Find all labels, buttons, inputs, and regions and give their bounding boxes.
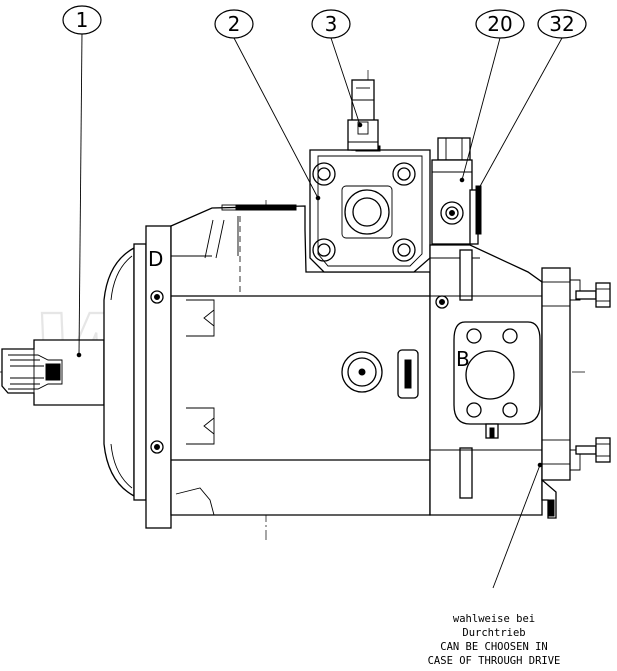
note-line: wahlweise bei xyxy=(453,613,535,625)
svg-text:1: 1 xyxy=(76,8,89,32)
drain-plug xyxy=(341,351,383,393)
through-drive-adapter xyxy=(541,267,571,481)
bracket-plate xyxy=(475,185,482,235)
rear-bolt-top xyxy=(575,282,611,308)
mounting-flange xyxy=(103,225,172,529)
housing-bolt-bottom xyxy=(150,440,164,454)
note-line: CASE OF THROUGH DRIVE xyxy=(428,655,561,667)
leader-lines xyxy=(76,31,563,589)
callout-2: 2 xyxy=(214,9,254,39)
drive-shaft xyxy=(1,339,105,406)
svg-text:20: 20 xyxy=(487,12,512,36)
callout-3: 3 xyxy=(311,9,351,39)
note-line: Durchtrieb xyxy=(462,627,525,639)
port-b-flange xyxy=(453,321,541,425)
adjustment-screw xyxy=(347,79,379,151)
svg-text:3: 3 xyxy=(325,12,338,36)
pump-housing: D xyxy=(148,204,431,516)
callout-20: 20 xyxy=(475,9,525,39)
pilot-valve xyxy=(431,137,479,245)
through-drive-note: wahlweise bei Durchtrieb CAN BE CHOOSEN … xyxy=(428,613,561,667)
note-line: CAN BE CHOOSEN IN xyxy=(440,641,547,653)
svg-text:32: 32 xyxy=(549,12,574,36)
rear-bolt-bottom xyxy=(575,437,611,463)
callout-1: 1 xyxy=(62,5,102,35)
callout-32: 32 xyxy=(537,9,587,39)
control-valve-block xyxy=(309,145,431,273)
svg-text:2: 2 xyxy=(228,12,241,36)
port-b-label: B xyxy=(456,347,470,371)
port-d-label: D xyxy=(148,247,163,271)
rear-housing: B xyxy=(429,244,611,519)
housing-bolt-top xyxy=(150,290,164,304)
